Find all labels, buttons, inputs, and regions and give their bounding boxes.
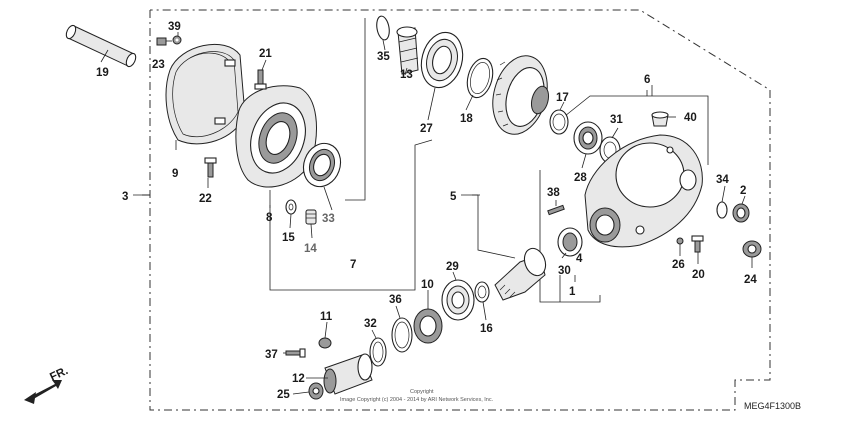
label-29: 29 xyxy=(446,261,459,273)
subassembly-brackets xyxy=(269,18,709,303)
label-35: 35 xyxy=(377,51,390,63)
part-10-nut xyxy=(413,308,443,344)
part-39-washer xyxy=(172,35,182,45)
part-26-washer xyxy=(676,237,684,245)
part-27-bearing xyxy=(420,31,464,89)
front-direction-arrow: FR. xyxy=(24,365,70,404)
part-9-cover xyxy=(165,43,246,145)
pinion-gear xyxy=(494,247,547,301)
label-39: 39 xyxy=(168,21,181,33)
label-40: 40 xyxy=(684,112,697,124)
label-3: 3 xyxy=(122,191,128,203)
label-12: 12 xyxy=(292,373,305,385)
label-34: 34 xyxy=(716,174,729,186)
label-38: 38 xyxy=(547,187,560,199)
part-14-plug xyxy=(305,209,317,225)
label-10: 10 xyxy=(421,279,434,291)
label-17: 17 xyxy=(556,92,569,104)
part-17-shim xyxy=(549,109,569,135)
part-13-bellows xyxy=(396,26,419,75)
label-21: 21 xyxy=(259,48,272,60)
part-2-plug xyxy=(732,203,750,223)
label-28: 28 xyxy=(574,172,587,184)
part-22-bolt xyxy=(204,157,217,178)
leader-lines xyxy=(100,32,753,395)
label-9: 9 xyxy=(172,168,178,180)
part-33-seal xyxy=(302,142,342,188)
label-31: 31 xyxy=(610,114,623,126)
label-15: 15 xyxy=(282,232,295,244)
copyright-line-2: Image Copyright (c) 2004 - 2014 by ARI N… xyxy=(340,397,494,403)
part-25-nut xyxy=(308,382,324,400)
label-18: 18 xyxy=(460,113,473,125)
part-18-shim xyxy=(466,57,494,99)
label-6: 6 xyxy=(644,74,650,86)
label-26: 26 xyxy=(672,259,685,271)
direction-label: FR. xyxy=(48,365,70,384)
final-drive-case xyxy=(584,134,703,248)
part-20-bolt xyxy=(691,235,704,253)
part-35-oring xyxy=(376,15,390,41)
label-24: 24 xyxy=(744,274,757,286)
label-14: 14 xyxy=(304,243,317,255)
part-24-bolt xyxy=(742,240,762,258)
label-20: 20 xyxy=(692,269,705,281)
label-37: 37 xyxy=(265,349,278,361)
label-13: 13 xyxy=(400,69,413,81)
label-36: 36 xyxy=(389,294,402,306)
label-5: 5 xyxy=(450,191,457,203)
label-32: 32 xyxy=(364,318,377,330)
label-33: 33 xyxy=(322,213,335,225)
part-40-cap xyxy=(651,111,669,127)
part-34-washer xyxy=(716,201,728,219)
diagram-code: MEG4F1300B xyxy=(744,401,801,411)
part-8-holder xyxy=(235,85,317,188)
part-38-stud xyxy=(547,204,565,216)
label-4: 4 xyxy=(576,253,583,265)
label-19: 19 xyxy=(96,67,109,79)
part-19-tube xyxy=(65,24,137,68)
part-32-ring xyxy=(369,337,387,367)
label-7: 7 xyxy=(350,259,356,271)
part-29-bearing xyxy=(441,279,475,321)
label-22: 22 xyxy=(199,193,212,205)
label-11: 11 xyxy=(320,311,333,323)
label-8: 8 xyxy=(266,212,273,224)
part-23-bolt xyxy=(156,37,172,46)
part-21-bolt xyxy=(254,69,267,90)
label-30: 30 xyxy=(558,265,571,277)
copyright-line-1: Copyright xyxy=(410,389,434,395)
part-15-washer xyxy=(285,199,297,215)
label-2: 2 xyxy=(740,185,746,197)
label-16: 16 xyxy=(480,323,493,335)
label-27: 27 xyxy=(420,123,433,135)
label-1: 1 xyxy=(569,286,576,298)
part-labels: 19 39 23 21 3 9 22 8 33 15 14 7 35 13 27… xyxy=(96,21,757,401)
part-28-bearing xyxy=(573,121,603,155)
part-30-bearing xyxy=(557,227,583,257)
part-16-shim xyxy=(474,281,490,303)
part-37-bolt xyxy=(285,348,306,358)
label-23: 23 xyxy=(152,59,165,71)
part-36-oring xyxy=(391,317,413,353)
part-11-cap xyxy=(318,337,332,349)
label-25: 25 xyxy=(277,389,290,401)
part-12-coupling xyxy=(323,353,373,395)
ring-gear xyxy=(492,55,550,135)
